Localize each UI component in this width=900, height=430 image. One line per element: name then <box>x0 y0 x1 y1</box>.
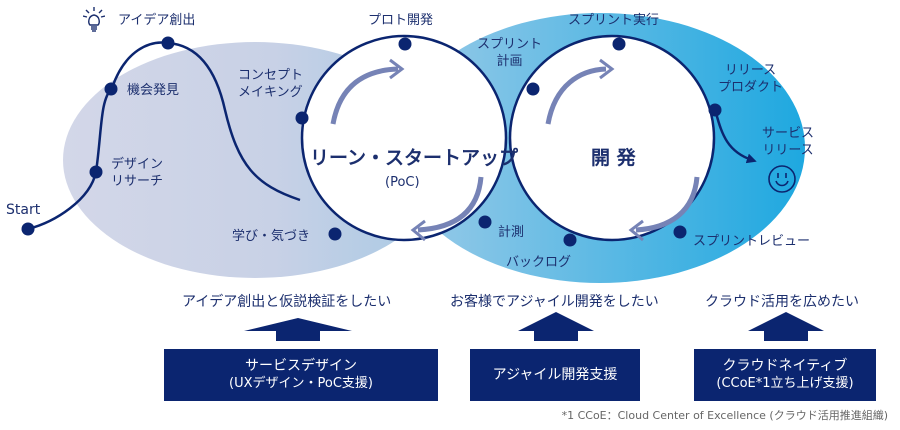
label-line: プロダクト <box>718 80 784 95</box>
service-subtitle: (UXデザイン・PoC支援) <box>229 376 373 391</box>
node-opportunity <box>104 82 118 96</box>
smiley-icon <box>768 165 796 193</box>
node-backlog <box>563 233 577 247</box>
label-sprint-review: スプリントレビュー <box>693 234 811 249</box>
dev-cycle-arrowhead-bottom <box>628 219 644 242</box>
footnote: *1 CCoE：Cloud Center of Excellence (クラウド… <box>561 409 888 422</box>
label-line: リリース <box>724 63 777 78</box>
label-opportunity: 機会発見 <box>127 83 180 98</box>
node-measure <box>478 215 492 229</box>
node-sprint-review <box>673 225 687 239</box>
service-subtitle: (CCoE*1立ち上げ支援) <box>716 376 854 391</box>
development-cycle <box>508 34 716 242</box>
label-sprint-plan: スプリント 計画 <box>477 36 542 70</box>
lean-startup-cycle <box>300 34 508 242</box>
label-start: Start <box>6 202 41 218</box>
label-proto: プロト開発 <box>368 13 434 28</box>
label-learning: 学び・気づき <box>232 229 311 244</box>
lean-cycle-arrowhead-bottom <box>410 219 426 242</box>
up-arrow-service-design <box>244 318 352 341</box>
service-title: クラウドネイティブ <box>722 358 848 374</box>
node-idea <box>161 36 175 50</box>
label-line: コンセプト <box>238 68 304 83</box>
label-concept: コンセプト メイキング <box>238 67 303 101</box>
node-sprint-plan <box>526 82 540 96</box>
milestone-nodes <box>21 36 722 247</box>
agile-support-box[interactable]: アジャイル開発支援 <box>470 349 640 401</box>
release-arrow <box>714 112 757 164</box>
label-service-release: サービス リリース <box>762 125 814 159</box>
up-arrow-agile <box>518 312 594 341</box>
lean-cycle-arrowhead-top <box>389 58 405 80</box>
lean-startup-subtitle: (PoC) <box>385 175 420 190</box>
node-design-research <box>89 165 103 179</box>
label-line: サービス <box>762 126 815 141</box>
dev-cycle-arrow-bottom <box>635 176 700 233</box>
dev-cycle-arrow-top <box>545 66 607 125</box>
node-proto <box>398 37 412 51</box>
label-backlog: バックログ <box>506 255 572 270</box>
label-line: メイキング <box>238 85 303 100</box>
label-line: 計画 <box>496 54 523 69</box>
lean-startup-title: リーン・スタートアップ <box>310 147 519 169</box>
label-sprint-exec: スプリント実行 <box>568 13 660 28</box>
cloud-native-box[interactable]: クラウドネイティブ (CCoE*1立ち上げ支援) <box>694 349 876 401</box>
service-title: アジャイル開発支援 <box>492 367 618 383</box>
service-title: サービスデザイン <box>245 358 357 374</box>
label-design-research: デザイン リサーチ <box>111 156 163 190</box>
need-cloud: クラウド活用を広めたい <box>705 294 859 310</box>
development-title: 開 発 <box>591 147 636 169</box>
label-line: デザイン <box>111 157 164 172</box>
dev-cycle-arrowhead-top <box>599 58 615 80</box>
node-learning <box>328 227 342 241</box>
service-design-box[interactable]: サービスデザイン (UXデザイン・PoC支援) <box>164 349 438 401</box>
node-sprint-exec <box>612 37 626 51</box>
lean-cycle-arrow-top <box>330 66 399 125</box>
label-idea: アイデア創出 <box>118 13 196 28</box>
node-release-product <box>708 103 722 117</box>
node-concept <box>295 111 309 125</box>
up-arrow-cloud <box>748 312 824 341</box>
need-ideation: アイデア創出と仮説検証をしたい <box>182 294 392 310</box>
label-line: リサーチ <box>111 174 164 189</box>
lean-cycle-arrow-bottom <box>417 176 484 233</box>
label-line: リリース <box>762 143 814 158</box>
lightbulb-icon <box>83 7 105 32</box>
label-line: スプリント <box>477 37 543 52</box>
need-agile: お客様でアジャイル開発をしたい <box>450 294 659 310</box>
node-start <box>21 222 35 236</box>
label-measure: 計測 <box>498 225 525 240</box>
label-release-product: リリース プロダクト <box>718 62 783 96</box>
